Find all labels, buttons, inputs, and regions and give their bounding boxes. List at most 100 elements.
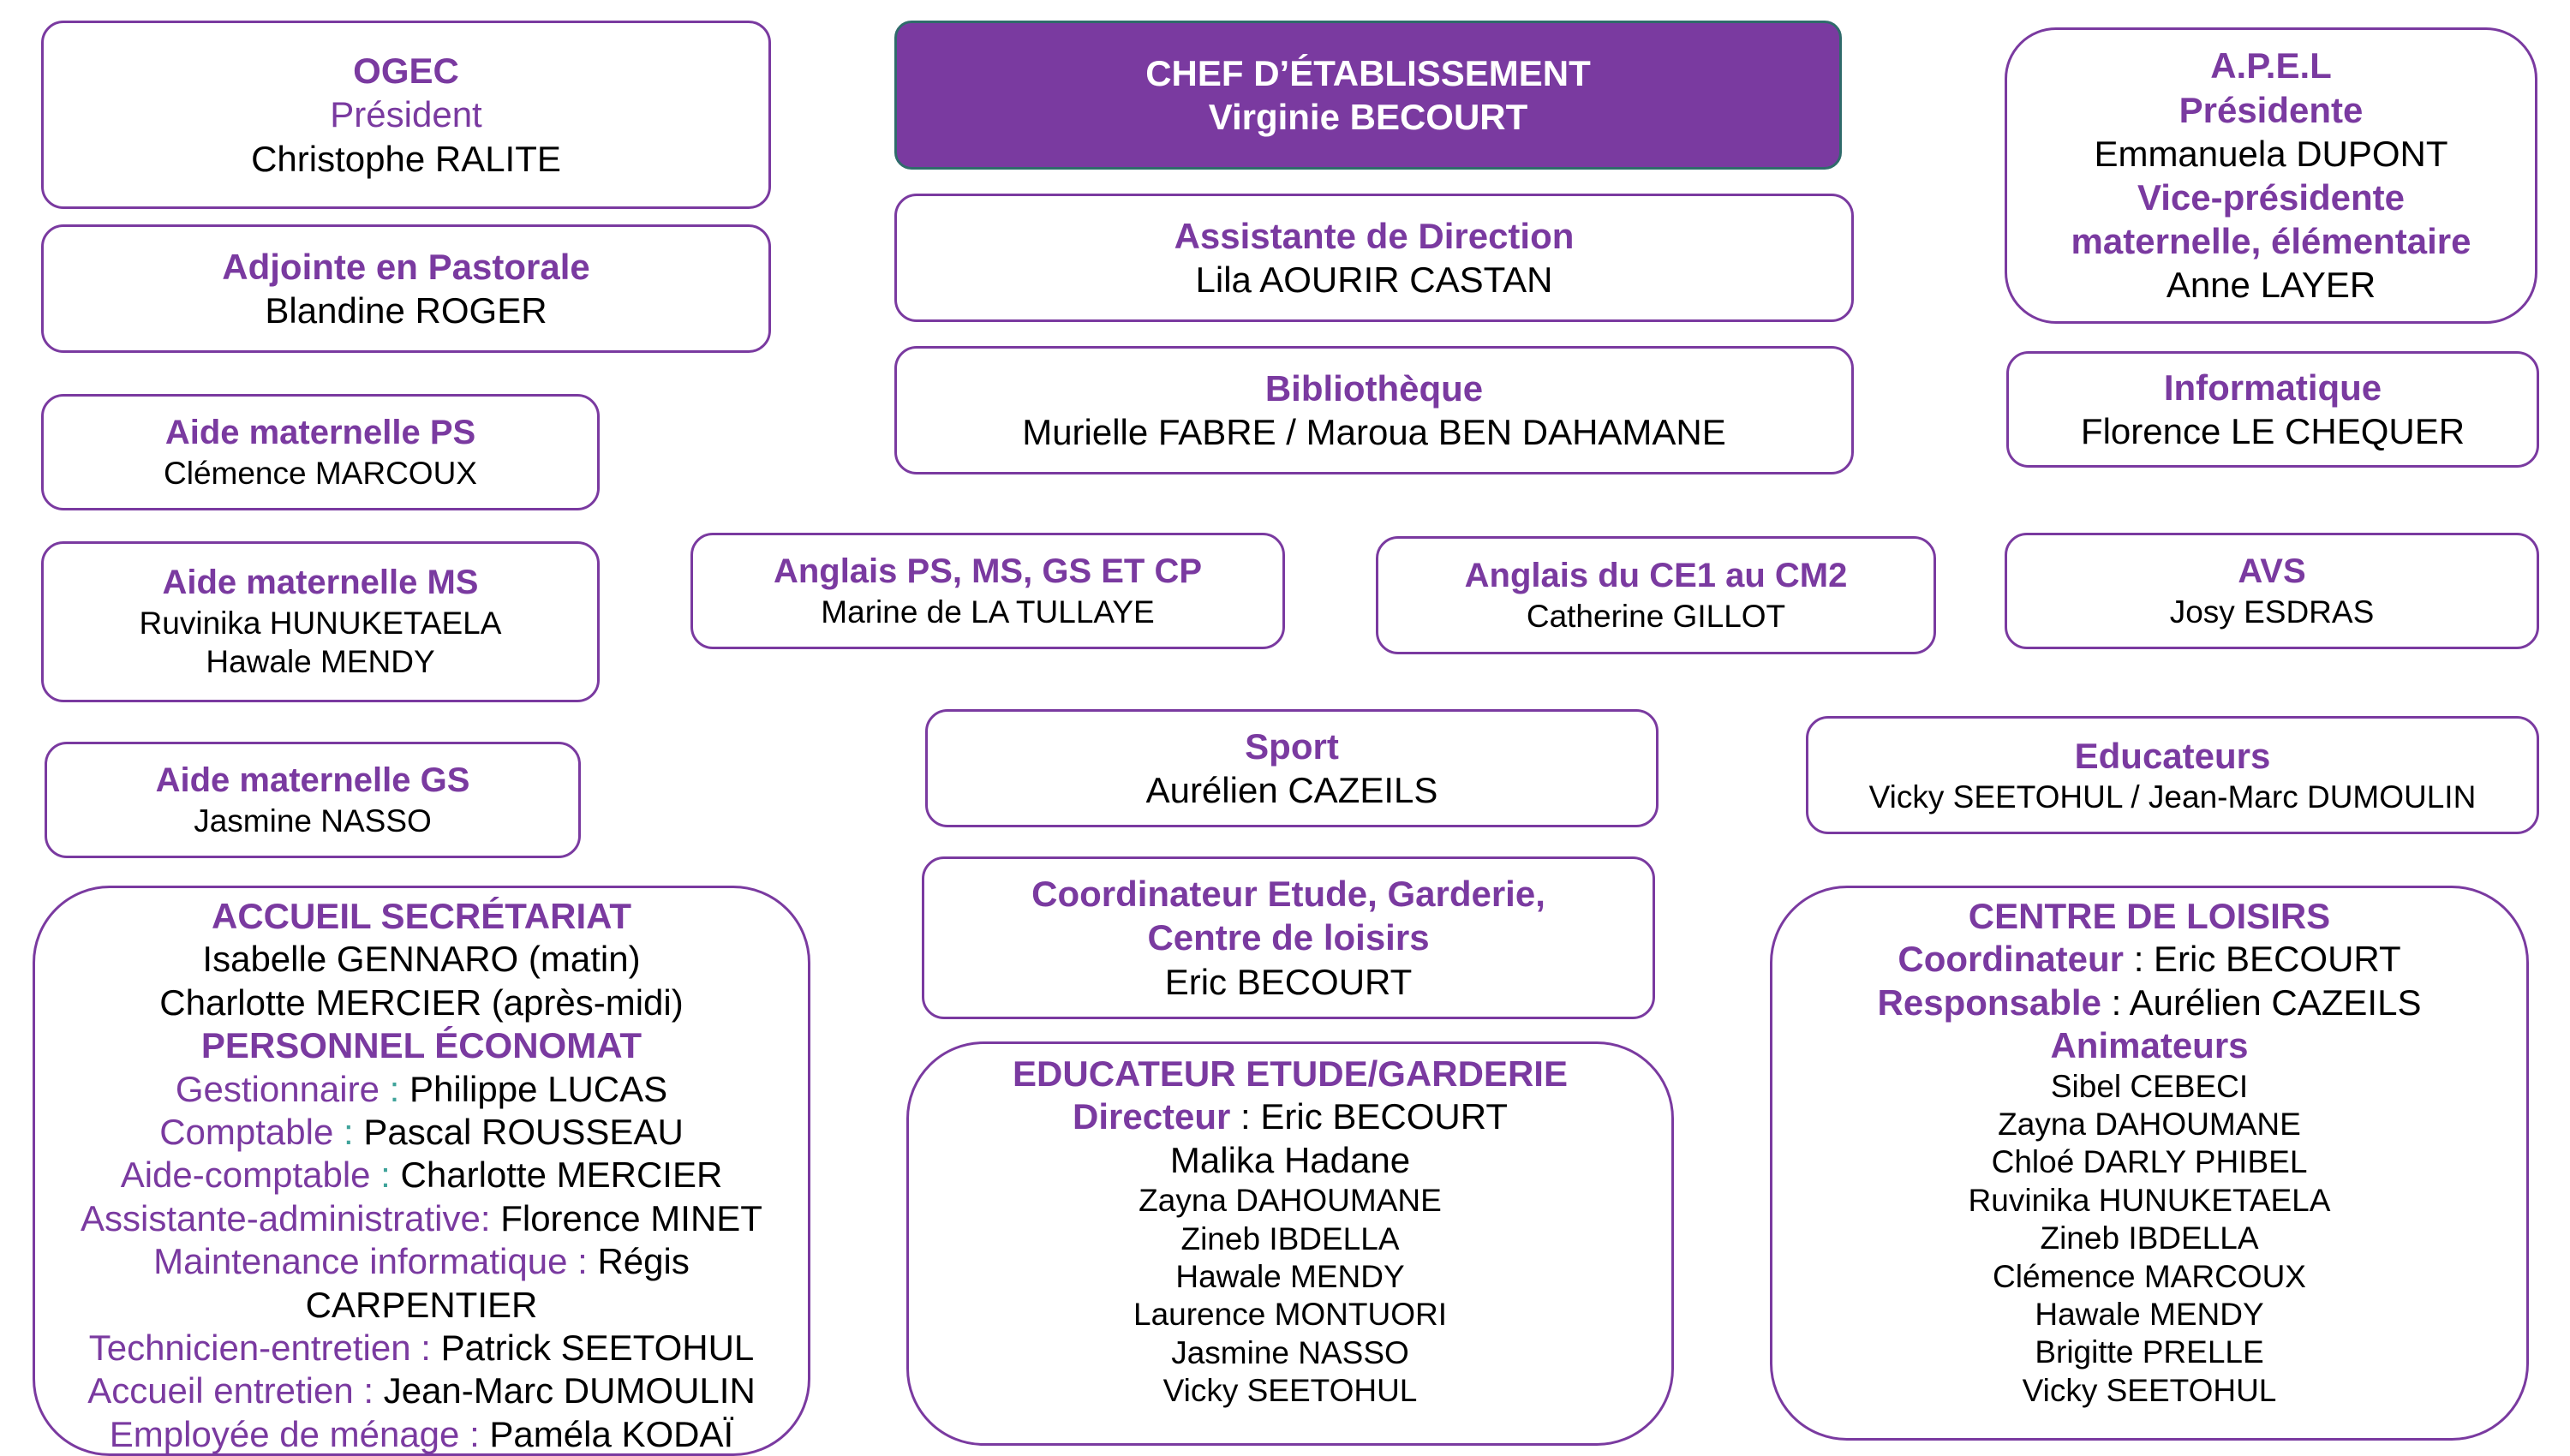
- aide-ps-name: Clémence MARCOUX: [164, 455, 477, 491]
- aide-gs-name: Jasmine NASSO: [194, 803, 432, 838]
- role-label: Directeur: [1072, 1096, 1231, 1137]
- loisirs-animateur: Zineb IBDELLA: [2040, 1220, 2259, 1256]
- role-label: Employée de ménage: [109, 1413, 460, 1454]
- educ-etude-name: Hawale MENDY: [1175, 1258, 1405, 1294]
- economat-line-accueil-entretien: Accueil entretien : Jean-Marc DUMOULIN: [87, 1369, 756, 1412]
- economat-line-maintenance-cont: CARPENTIER: [305, 1284, 538, 1325]
- ogec-name: Christophe RALITE: [251, 138, 561, 179]
- aide-gs-title: Aide maternelle GS: [155, 761, 470, 800]
- separator: :: [567, 1241, 598, 1282]
- apel-box: A.P.E.L Présidente Emmanuela DUPONT Vice…: [2005, 27, 2537, 324]
- separator: :: [459, 1413, 490, 1454]
- loisirs-animateur: Chloé DARLY PHIBEL: [1991, 1144, 2308, 1180]
- loisirs-responsable: Responsable : Aurélien CAZEILS: [1878, 982, 2422, 1024]
- apel-name-vice: Anne LAYER: [2166, 265, 2376, 306]
- person-name: Jean-Marc DUMOULIN: [383, 1370, 756, 1411]
- loisirs-animateur: Ruvinika HUNUKETAELA: [1968, 1182, 2331, 1218]
- accueil-name2: Charlotte MERCIER (après-midi): [159, 982, 684, 1023]
- loisirs-animateur: Sibel CEBECI: [2050, 1068, 2249, 1104]
- educ-etude-directeur: Directeur : Eric BECOURT: [1073, 1095, 1508, 1138]
- role-label: Coordinateur: [1898, 939, 2125, 980]
- educ-etude-box: EDUCATEUR ETUDE/GARDERIE Directeur : Eri…: [906, 1041, 1674, 1446]
- loisirs-animateur: Hawale MENDY: [2035, 1296, 2264, 1332]
- loisirs-box: CENTRE DE LOISIRS Coordinateur : Eric BE…: [1770, 886, 2529, 1441]
- role-label: Gestionnaire: [175, 1068, 380, 1109]
- separator: :: [379, 1068, 409, 1109]
- informatique-title: Informatique: [2163, 367, 2382, 408]
- economat-line-gestionnaire: Gestionnaire : Philippe LUCAS: [176, 1068, 667, 1111]
- bibliotheque-title: Bibliothèque: [1264, 367, 1484, 409]
- role-label: Responsable: [1877, 982, 2101, 1023]
- sport-name: Aurélien CAZEILS: [1145, 770, 1438, 810]
- pastorale-name: Blandine ROGER: [265, 290, 547, 331]
- educateurs-box: Educateurs Vicky SEETOHUL / Jean-Marc DU…: [1806, 716, 2539, 834]
- educ-etude-name: Zayna DAHOUMANE: [1139, 1183, 1442, 1219]
- aide-gs-box: Aide maternelle GS Jasmine NASSO: [45, 742, 581, 858]
- economat-line-comptable: Comptable : Pascal ROUSSEAU: [159, 1111, 684, 1154]
- anglais-ps-title: Anglais PS, MS, GS ET CP: [773, 552, 1203, 591]
- economat-line-menage: Employée de ménage : Paméla KODAÏ: [110, 1413, 733, 1456]
- person-name: Aurélien CAZEILS: [2129, 982, 2422, 1023]
- educateurs-title: Educateurs: [2074, 735, 2271, 776]
- loisirs-animateur: Brigitte PRELLE: [2035, 1334, 2264, 1370]
- person-name: Philippe LUCAS: [409, 1068, 668, 1109]
- pastorale-box: Adjointe en Pastorale Blandine ROGER: [41, 224, 771, 353]
- role-label: Technicien-entretien: [88, 1327, 411, 1368]
- person-name: Patrick SEETOHUL: [440, 1327, 755, 1368]
- role-label: Comptable: [159, 1111, 334, 1152]
- sport-title: Sport: [1245, 725, 1339, 767]
- accueil-box: ACCUEIL SECRÉTARIAT Isabelle GENNARO (ma…: [33, 886, 810, 1456]
- separator: :: [333, 1111, 364, 1152]
- separator: :: [370, 1155, 401, 1196]
- person-name: Eric BECOURT: [1260, 1096, 1508, 1137]
- apel-title: A.P.E.L: [2210, 45, 2332, 87]
- separator: :: [2101, 982, 2130, 1023]
- bibliotheque-box: Bibliothèque Murielle FABRE / Maroua BEN…: [894, 346, 1854, 474]
- economat-line-maintenance: Maintenance informatique : Régis: [153, 1240, 690, 1283]
- aide-ps-box: Aide maternelle PS Clémence MARCOUX: [41, 394, 600, 510]
- accueil-name1: Isabelle GENNARO (matin): [202, 939, 641, 980]
- ogec-title: OGEC: [353, 51, 459, 92]
- educ-etude-name: Vicky SEETOHUL: [1162, 1373, 1418, 1409]
- anglais-ps-name: Marine de LA TULLAYE: [821, 594, 1155, 630]
- sport-box: Sport Aurélien CAZEILS: [925, 709, 1659, 827]
- pastorale-title: Adjointe en Pastorale: [222, 246, 590, 287]
- apel-role-president: Présidente: [2179, 89, 2364, 130]
- economat-line-assistante: Assistante-administrative: Florence MINE…: [81, 1197, 762, 1240]
- aide-ms-title: Aide maternelle MS: [162, 564, 479, 602]
- separator: :: [410, 1327, 441, 1368]
- coordinateur-box: Coordinateur Etude, Garderie, Centre de …: [922, 856, 1655, 1019]
- economat-line-technicien: Technicien-entretien : Patrick SEETOHUL: [89, 1327, 755, 1369]
- educ-etude-name: Zineb IBDELLA: [1180, 1220, 1400, 1256]
- role-label: Aide-comptable: [120, 1155, 371, 1196]
- coordinateur-title2: Centre de loisirs: [1147, 917, 1430, 958]
- person-name: Florence MINET: [490, 1197, 762, 1238]
- coordinateur-title1: Coordinateur Etude, Garderie,: [1031, 874, 1545, 915]
- coordinateur-name: Eric BECOURT: [1164, 961, 1413, 1002]
- role-label: Assistante-administrative:: [81, 1197, 491, 1238]
- educateurs-name: Vicky SEETOHUL / Jean-Marc DUMOULIN: [1868, 779, 2477, 815]
- loisirs-animateur: Clémence MARCOUX: [1993, 1258, 2306, 1294]
- aide-ms-name2: Hawale MENDY: [206, 644, 435, 680]
- educ-etude-name: Laurence MONTUORI: [1133, 1297, 1447, 1333]
- person-name: Eric BECOURT: [2154, 939, 2401, 980]
- person-name: Pascal ROUSSEAU: [363, 1111, 684, 1152]
- educ-etude-title: EDUCATEUR ETUDE/GARDERIE: [1013, 1053, 1568, 1094]
- anglais-ce1-box: Anglais du CE1 au CM2 Catherine GILLOT: [1376, 536, 1936, 654]
- apel-name-president: Emmanuela DUPONT: [2094, 133, 2448, 174]
- avs-title: AVS: [2238, 552, 2306, 591]
- informatique-name: Florence LE CHEQUER: [2080, 411, 2465, 451]
- chef-box: CHEF D’ÉTABLISSEMENT Virginie BECOURT: [894, 21, 1842, 170]
- separator: :: [353, 1370, 384, 1411]
- apel-role-vice-b: maternelle, élémentaire: [2071, 221, 2471, 262]
- person-name: Régis: [597, 1241, 690, 1282]
- anglais-ce1-name: Catherine GILLOT: [1526, 598, 1786, 634]
- educ-etude-name: Jasmine NASSO: [1171, 1334, 1409, 1370]
- aide-ms-box: Aide maternelle MS Ruvinika HUNUKETAELA …: [41, 541, 600, 702]
- assistante-box: Assistante de Direction Lila AOURIR CAST…: [894, 194, 1854, 322]
- bibliotheque-name: Murielle FABRE / Maroua BEN DAHAMANE: [1022, 412, 1726, 452]
- avs-box: AVS Josy ESDRAS: [2005, 533, 2539, 649]
- separator: :: [2124, 939, 2155, 980]
- assistante-title: Assistante de Direction: [1174, 215, 1575, 256]
- person-name: Paméla KODAÏ: [489, 1413, 734, 1454]
